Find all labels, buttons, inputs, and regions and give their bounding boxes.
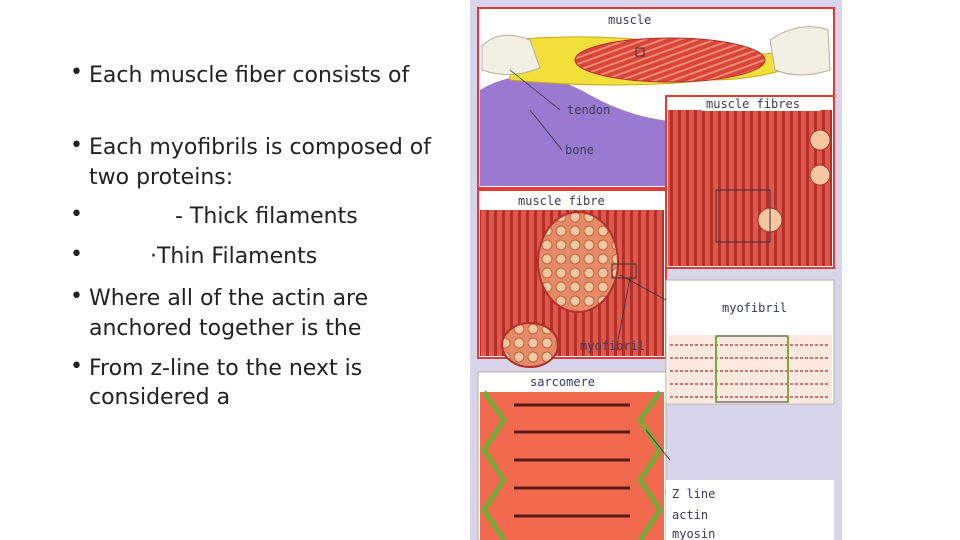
- bone-left: [481, 34, 541, 75]
- zoom-box: [611, 263, 637, 279]
- muscle-fibres-panel: muscle fibres: [665, 95, 835, 269]
- label-actin: actin: [672, 508, 708, 522]
- sarcomere-body: [480, 392, 664, 540]
- bullet-dot: •: [70, 60, 83, 85]
- label-muscle-fibres: muscle fibres: [706, 97, 800, 111]
- label-myosin: myosin: [672, 527, 715, 540]
- muscle-diagram: muscle tendon bone muscle fibres muscle …: [477, 7, 835, 540]
- bullet-zline-line2: considered a: [89, 385, 231, 410]
- myofibril-panel: myofibril: [619, 274, 835, 405]
- bullet-thick-filaments: - Thick filaments: [175, 204, 358, 229]
- label-bone: bone: [565, 143, 594, 157]
- muscle-belly: [574, 37, 766, 83]
- bullet-dot: •: [70, 284, 83, 309]
- bone-right: [769, 26, 831, 76]
- myofibril-bands: [668, 335, 832, 403]
- bullet-thin-filaments: ·Thin Filaments: [150, 244, 318, 269]
- bullet-actin-line2: anchored together is the: [89, 316, 362, 341]
- bullet-dot: •: [70, 242, 83, 267]
- muscle-anatomy-figure: muscle tendon bone muscle fibres muscle …: [470, 0, 842, 540]
- fibres-bundle: [668, 110, 832, 266]
- zoom-box: [715, 189, 771, 243]
- label-muscle: muscle: [608, 13, 651, 27]
- label-muscle-fibre: muscle fibre: [518, 194, 605, 208]
- sarcomere-panel: sarcomere Z line actin myosin: [477, 371, 834, 540]
- label-myofibril-right: myofibril: [722, 301, 787, 315]
- bullet-list: • Each muscle fiber consists of • Each m…: [0, 0, 470, 540]
- fibre-cross-section: [537, 211, 619, 313]
- bullet-muscle-fiber: Each muscle fiber consists of: [89, 63, 410, 88]
- muscle-fibre-panel: muscle fibre myofibril: [477, 189, 667, 368]
- label-tendon: tendon: [567, 103, 610, 117]
- bullet-myofibril-line2: two proteins:: [89, 165, 234, 190]
- bullet-dot: •: [70, 202, 83, 227]
- bullet-zline-line1: From z-line to the next is: [89, 356, 363, 381]
- bullet-myofibril-line1: Each myofibrils is composed of: [89, 135, 432, 160]
- label-sarcomere: sarcomere: [530, 375, 595, 389]
- zoom-box: [635, 47, 645, 57]
- label-myofibril-left: myofibril: [580, 339, 645, 353]
- bullet-actin-line1: Where all of the actin are: [89, 286, 369, 311]
- bullet-dot: •: [70, 354, 83, 379]
- label-z-line: Z line: [672, 487, 715, 501]
- bullet-dot: •: [70, 133, 83, 158]
